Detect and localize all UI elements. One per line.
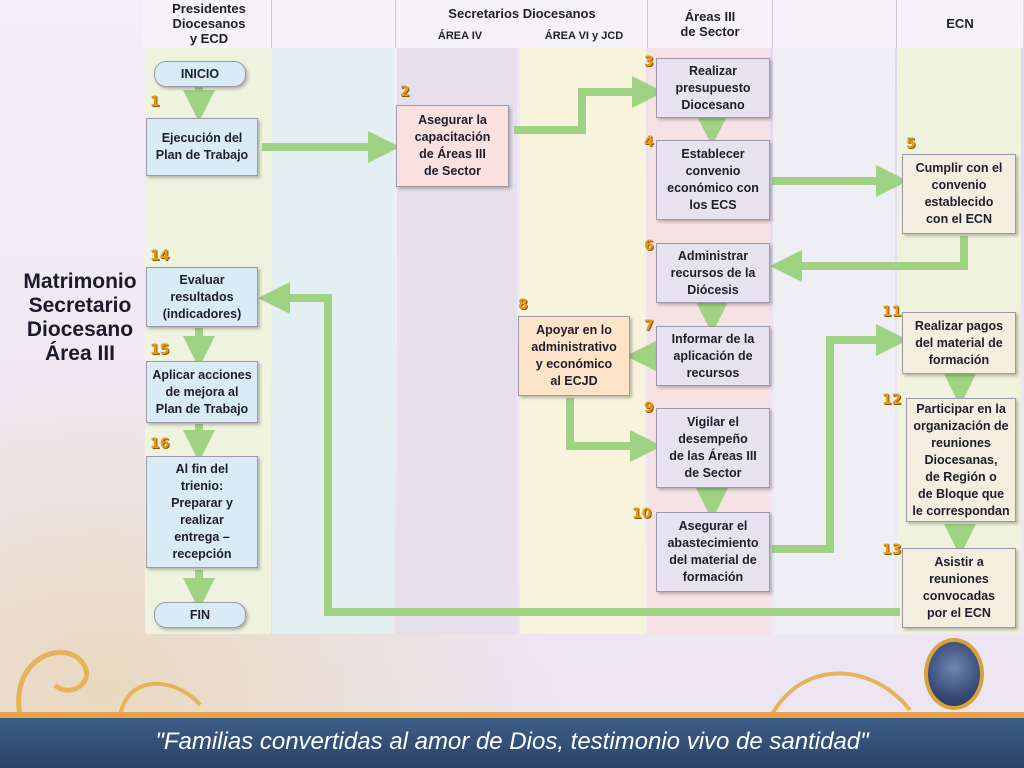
header-divider: [271, 0, 272, 48]
step-number: 15: [150, 342, 170, 358]
header-divider: [647, 0, 648, 48]
start-node: INICIO: [154, 61, 246, 87]
decorative-swirl: [768, 671, 912, 719]
step-number: 10: [632, 506, 652, 522]
arrow-8-9: [566, 398, 662, 462]
step-number: 14: [150, 248, 170, 264]
step-number: 16: [150, 436, 170, 452]
step-number: 7: [644, 318, 654, 334]
arrow-10-11: [772, 324, 908, 553]
header-area-vi: ÁREA VI y JCD: [544, 30, 624, 42]
step-number: 8: [518, 297, 528, 313]
header-area-iv: ÁREA IV: [437, 30, 483, 42]
arrow-5-6: [770, 236, 968, 282]
footer-stripe: [0, 712, 1024, 718]
step-12-box: Participar en la organización de reunion…: [906, 398, 1016, 522]
header-presidentes: Presidentes Diocesanos y ECD: [172, 1, 246, 46]
arrow-13-14: [258, 282, 900, 616]
step-7-box: Informar de la aplicación de recursos: [656, 326, 770, 386]
step-13-box: Asistir a reuniones convocadas por el EC…: [902, 548, 1016, 628]
step-number: 2: [400, 84, 410, 100]
step-1-box: Ejecución del Plan de Trabajo: [146, 118, 258, 176]
step-6-box: Administrar recursos de la Diócesis: [656, 243, 770, 303]
step-number: 12: [882, 392, 902, 408]
step-number: 5: [906, 136, 916, 152]
side-title: Matrimonio Secretario Diocesano Área III: [23, 270, 137, 365]
step-9-box: Vigilar el desempeño de las Áreas III de…: [656, 408, 770, 488]
step-number: 13: [882, 542, 902, 558]
footer-motto: "Familias convertidas al amor de Dios, t…: [155, 728, 869, 755]
step-number: 1: [150, 94, 160, 110]
step-8-box: Apoyar en lo administrativo y económico …: [518, 316, 630, 396]
arrow-2-3: [514, 76, 664, 134]
step-number: 4: [644, 134, 654, 150]
step-number: 9: [644, 400, 654, 416]
saint-medallion-icon: [924, 638, 984, 710]
header-ecn: ECN: [946, 16, 974, 31]
step-3-box: Realizar presupuesto Diocesano: [656, 58, 770, 118]
header-secretarios: Secretarios Diocesanos: [448, 6, 596, 21]
header-areas-iii: Áreas III de Sector: [680, 9, 740, 39]
step-15-box: Aplicar acciones de mejora al Plan de Tr…: [146, 361, 258, 423]
step-4-box: Establecer convenio económico con los EC…: [656, 140, 770, 220]
footer-bar: [0, 718, 1024, 768]
step-14-box: Evaluar resultados (indicadores): [146, 267, 258, 327]
step-2-box: Asegurar la capacitación de Áreas III de…: [396, 105, 509, 187]
step-11-box: Realizar pagos del material de formación: [902, 312, 1016, 374]
header-bar: [143, 0, 1023, 48]
header-divider: [896, 0, 897, 48]
step-number: 11: [882, 304, 902, 320]
step-16-box: Al fin del trienio: Preparar y realizar …: [146, 456, 258, 568]
header-divider: [395, 0, 396, 48]
step-number: 6: [644, 238, 654, 254]
step-5-box: Cumplir con el convenio establecido con …: [902, 154, 1016, 234]
end-node: FIN: [154, 602, 246, 628]
step-10-box: Asegurar el abastecimiento del material …: [656, 512, 770, 592]
step-number: 3: [644, 54, 654, 70]
decorative-swirl: [16, 649, 202, 716]
header-divider: [772, 0, 773, 48]
